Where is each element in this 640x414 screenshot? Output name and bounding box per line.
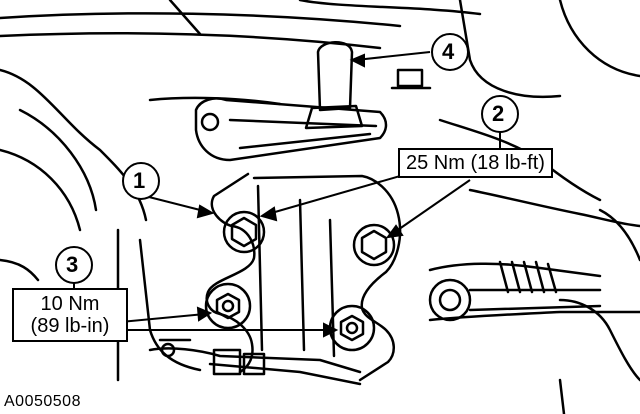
callout-2: 2	[492, 101, 505, 126]
torque-spec-upper-bolts: 25 Nm (18 lb-ft)	[398, 148, 553, 178]
torque-spec-lower-nuts: 10 Nm (89 lb-in)	[12, 288, 128, 342]
torque-spec-lower-nuts-line1: 10 Nm	[40, 293, 100, 315]
callout-3: 3	[66, 252, 79, 277]
callout-4-circle	[431, 33, 469, 71]
callout-1: 1	[133, 168, 146, 193]
callout-1-circle	[122, 162, 160, 200]
torque-spec-lower-nuts-line2: (89 lb-in)	[30, 315, 110, 337]
callout-4: 4	[442, 39, 455, 64]
figure-id: A0050508	[4, 393, 81, 410]
